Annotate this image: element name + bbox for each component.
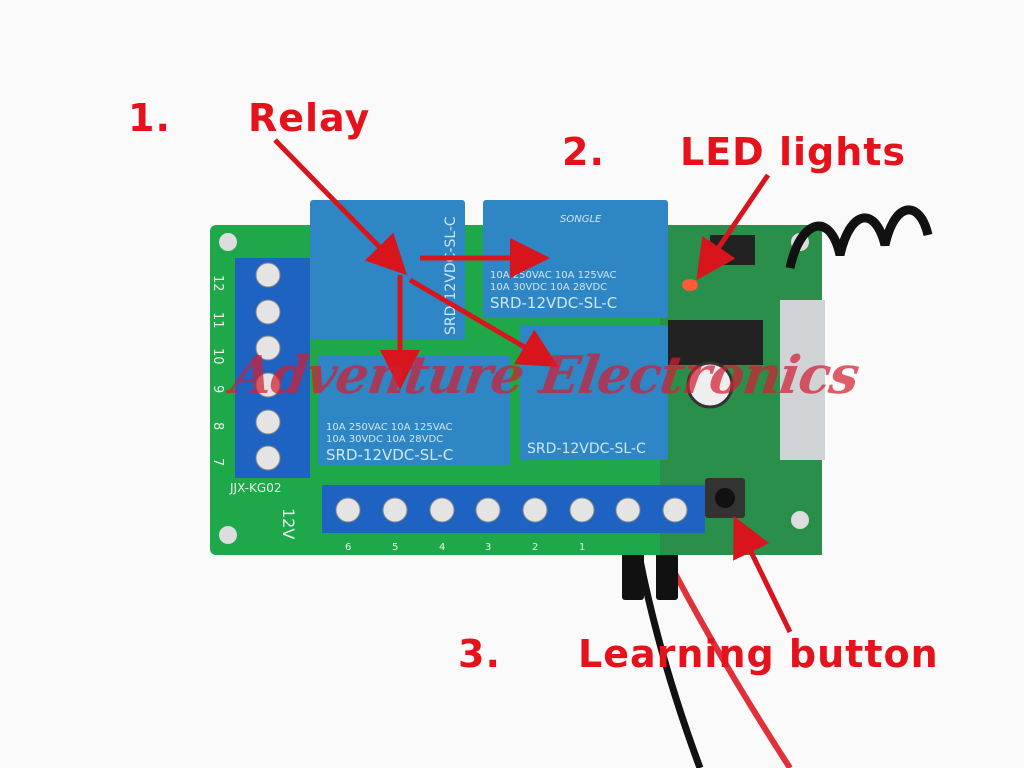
svg-text:8: 8	[210, 422, 225, 430]
svg-text:SRD-12VDC-SL-C: SRD-12VDC-SL-C	[490, 294, 617, 312]
bottom-pin-labels: 6 5 4 3 2 1	[345, 542, 585, 553]
wire-connector	[622, 545, 644, 600]
relay-top-left-model: SRD-12VDC-SL-C	[443, 216, 459, 335]
left-terminal-block	[235, 258, 310, 478]
svg-text:1: 1	[579, 542, 585, 553]
board-model-text: JJX-KG02	[229, 481, 281, 495]
annotation-number-2: 2.	[562, 130, 605, 174]
svg-text:12: 12	[210, 275, 225, 292]
black-wire	[636, 559, 704, 768]
annotation-led-lights: LED lights	[680, 130, 907, 174]
led-light	[682, 279, 698, 291]
annotation-learning-button: Learning button	[578, 632, 939, 676]
svg-text:10: 10	[210, 348, 225, 365]
svg-text:7: 7	[210, 458, 225, 466]
svg-text:5: 5	[392, 542, 398, 553]
svg-text:10A 250VAC 10A 125VAC: 10A 250VAC 10A 125VAC	[326, 422, 453, 433]
antenna-coil	[785, 205, 933, 269]
ic-chip	[668, 320, 763, 365]
bottom-terminal-block	[322, 485, 705, 533]
annotation-number-1: 1.	[128, 96, 171, 140]
relay-top-right: SONGLE 10A 250VAC 10A 125VAC 10A 30VDC 1…	[483, 200, 668, 318]
relay-top-left	[310, 200, 465, 340]
svg-text:SONGLE: SONGLE	[560, 214, 602, 225]
svg-text:SRD-12VDC-SL-C: SRD-12VDC-SL-C	[527, 441, 646, 457]
svg-text:4: 4	[439, 542, 445, 553]
relay-bottom-left: 10A 250VAC 10A 125VAC 10A 30VDC 10A 28VD…	[318, 355, 510, 465]
svg-text:10A 30VDC 10A 28VDC: 10A 30VDC 10A 28VDC	[490, 282, 607, 293]
annotation-number-3: 3.	[458, 632, 501, 676]
svg-text:3: 3	[485, 542, 491, 553]
svg-text:6: 6	[345, 542, 351, 553]
svg-text:2: 2	[532, 542, 538, 553]
svg-text:10A 250VAC 10A 125VAC: 10A 250VAC 10A 125VAC	[490, 270, 617, 281]
svg-text:10A 30VDC 10A 28VDC: 10A 30VDC 10A 28VDC	[326, 434, 443, 445]
capacitor	[686, 361, 734, 409]
red-wire	[665, 558, 793, 768]
voltage-text: 12V	[279, 508, 298, 539]
svg-text:11: 11	[210, 312, 225, 329]
annotation-arrows	[273, 138, 793, 634]
svg-text:SRD-12VDC-SL-C: SRD-12VDC-SL-C	[326, 446, 453, 464]
watermark: Adventure Electronics	[227, 345, 863, 406]
receiver-module	[780, 300, 825, 460]
wire-connector	[656, 545, 678, 600]
annotation-relay: Relay	[248, 96, 371, 140]
svg-text:9: 9	[210, 385, 225, 393]
left-pin-labels: 12 11 10 9 8 7	[210, 275, 225, 466]
